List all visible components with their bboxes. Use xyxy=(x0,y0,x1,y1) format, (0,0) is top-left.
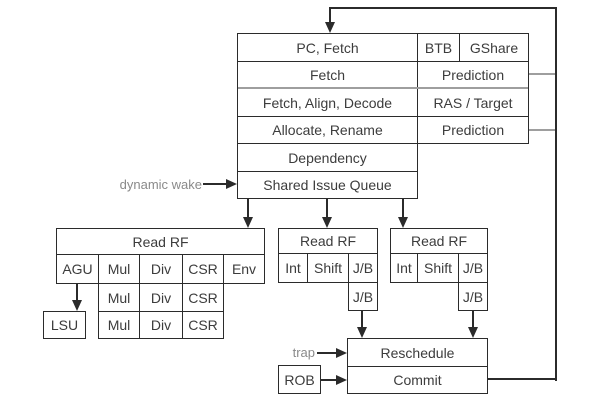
unit-prediction-lower: Prediction xyxy=(417,116,529,144)
unit-agu: AGU xyxy=(56,254,99,284)
unit-csr-1: CSR xyxy=(182,254,224,284)
unit-div-3: Div xyxy=(139,311,183,339)
unit-jb-b1: J/B xyxy=(458,253,488,283)
feedback-top-line xyxy=(329,7,557,9)
trap-label: trap xyxy=(292,345,315,360)
unit-lsu: LSU xyxy=(43,311,86,339)
stage-group-divider xyxy=(238,87,528,89)
rob-commit-line xyxy=(320,379,338,381)
issue-arrow-1-line xyxy=(247,198,249,218)
unit-rob: ROB xyxy=(278,365,321,394)
stage-allocate-rename: Allocate, Rename xyxy=(237,116,418,144)
unit-jb-b2: J/B xyxy=(458,282,488,311)
mem-cluster-readrf: Read RF xyxy=(56,228,265,255)
int-cluster-a-readrf: Read RF xyxy=(278,228,378,254)
unit-csr-3: CSR xyxy=(182,311,224,339)
arrowhead-down-icon xyxy=(72,300,82,311)
int-cluster-b-readrf: Read RF xyxy=(390,228,488,254)
trap-line xyxy=(317,352,338,354)
agu-lsu-line xyxy=(76,283,78,301)
fetch-redirect-line xyxy=(329,7,331,23)
arrowhead-down-icon xyxy=(243,217,253,228)
unit-div-1: Div xyxy=(139,254,183,284)
prediction-lower-feedback-line xyxy=(528,129,555,131)
arrowhead-right-icon xyxy=(336,375,347,385)
arrowhead-down-icon xyxy=(398,217,408,228)
jb-a-reschedule-line xyxy=(361,310,363,328)
stage-fetch: Fetch xyxy=(237,61,418,89)
unit-mul-2: Mul xyxy=(98,283,140,312)
unit-gshare: GShare xyxy=(459,33,529,62)
issue-arrow-3-line xyxy=(402,198,404,218)
stage-shared-issue-queue: Shared Issue Queue xyxy=(237,171,418,199)
commit-feedback-line xyxy=(488,378,557,380)
stage-pc-fetch: PC, Fetch xyxy=(237,33,418,62)
unit-shift-a: Shift xyxy=(307,253,349,283)
unit-div-2: Div xyxy=(139,283,183,312)
arrowhead-down-icon xyxy=(357,327,367,338)
stage-dependency: Dependency xyxy=(237,143,418,172)
stage-commit: Commit xyxy=(347,366,488,394)
arrowhead-down-icon xyxy=(325,22,335,33)
arrowhead-right-icon xyxy=(336,348,347,358)
unit-env: Env xyxy=(223,254,265,284)
stage-reschedule: Reschedule xyxy=(347,338,488,367)
unit-prediction-upper: Prediction xyxy=(417,61,529,89)
stage-fetch-align-decode: Fetch, Align, Decode xyxy=(237,88,418,117)
arrowhead-right-icon xyxy=(226,179,237,189)
issue-arrow-2-line xyxy=(326,198,328,218)
arrowhead-down-icon xyxy=(468,327,478,338)
arrowhead-down-icon xyxy=(322,217,332,228)
dynamic-wake-line xyxy=(203,183,228,185)
unit-jb-a1: J/B xyxy=(348,253,378,283)
prediction-upper-feedback-line xyxy=(528,73,555,75)
unit-btb: BTB xyxy=(417,33,460,62)
unit-int-a: Int xyxy=(278,253,308,283)
unit-csr-2: CSR xyxy=(182,283,224,312)
jb-b-reschedule-line xyxy=(472,310,474,328)
feedback-right-line xyxy=(555,7,557,381)
unit-mul-3: Mul xyxy=(98,311,140,339)
dynamic-wake-label: dynamic wake xyxy=(119,177,202,192)
unit-mul-1: Mul xyxy=(98,254,140,284)
unit-shift-b: Shift xyxy=(417,253,459,283)
unit-int-b: Int xyxy=(390,253,418,283)
unit-ras-target: RAS / Target xyxy=(417,88,529,117)
unit-jb-a2: J/B xyxy=(348,282,378,311)
